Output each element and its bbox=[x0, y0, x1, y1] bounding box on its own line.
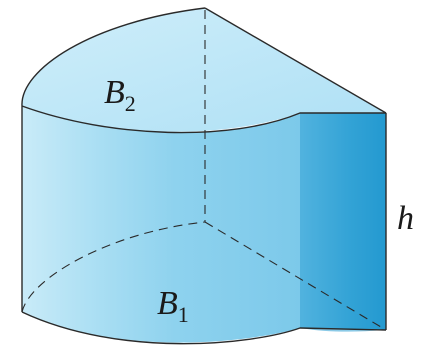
curved-side-surface bbox=[22, 106, 300, 343]
top-radial-edge bbox=[204, 7, 387, 114]
height-label: h bbox=[397, 200, 414, 237]
side-face-shading bbox=[300, 111, 386, 332]
top-arc-edge bbox=[21, 7, 206, 107]
hidden-bottom-arc bbox=[21, 221, 206, 313]
solid-edges bbox=[21, 7, 387, 345]
hidden-edges bbox=[21, 10, 387, 331]
hidden-radial-edge bbox=[204, 221, 387, 331]
top-base-face bbox=[21, 8, 387, 132]
bottom-base-label: B1 bbox=[157, 285, 189, 327]
top-base-label: B2 bbox=[104, 74, 136, 116]
bottom-front-edge bbox=[21, 311, 387, 345]
top-front-edge bbox=[21, 105, 386, 134]
